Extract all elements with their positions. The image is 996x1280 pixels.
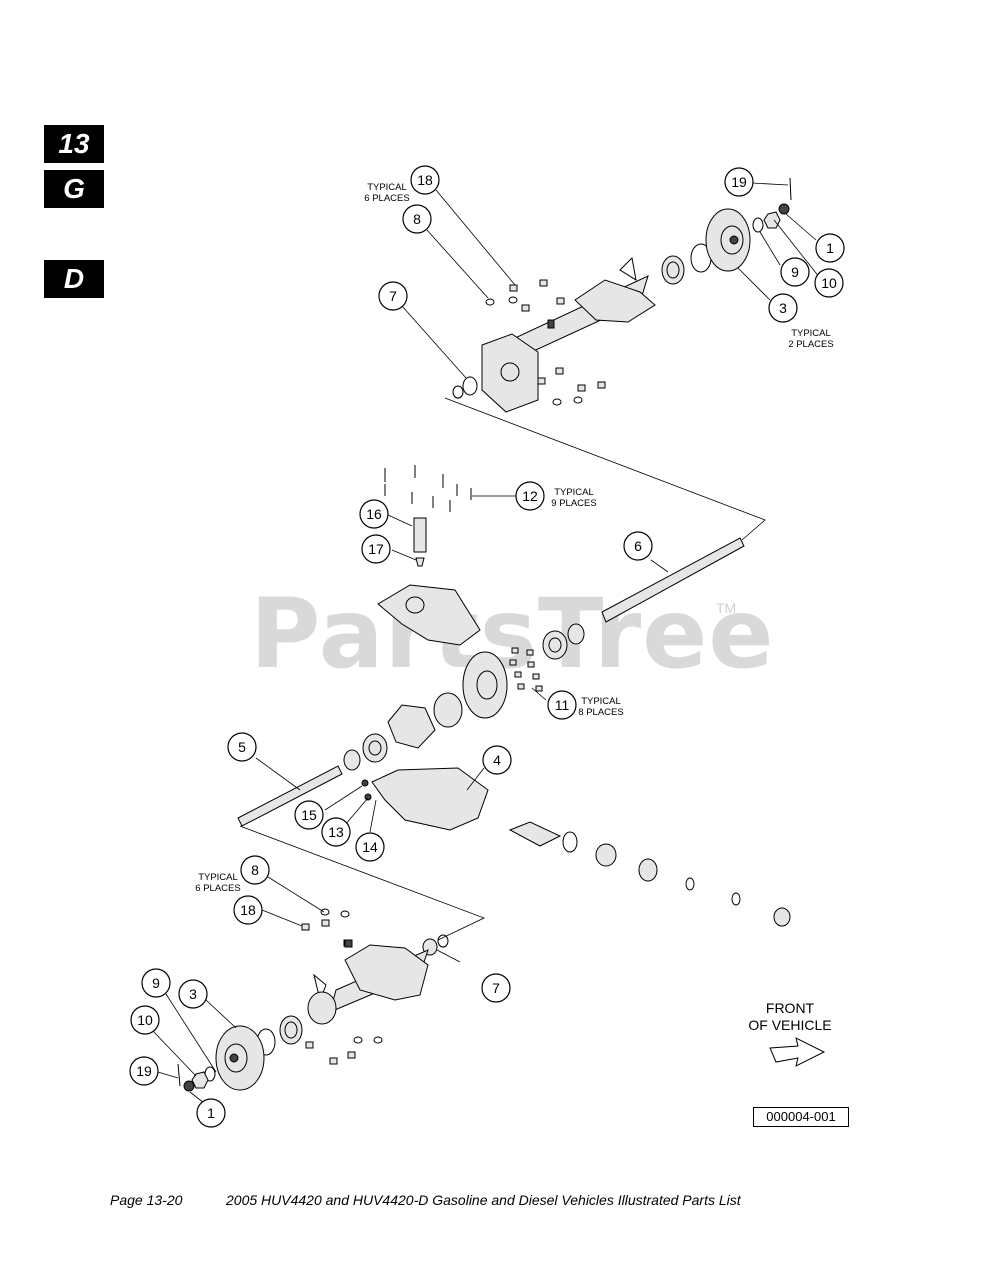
- housing-cover: [377, 584, 481, 646]
- callout-3-bottom: 3: [189, 986, 197, 1002]
- callout-17: 17: [368, 541, 384, 557]
- front-of-vehicle-label: FRONT OF VEHICLE: [735, 1000, 845, 1034]
- callout-5: 5: [238, 739, 246, 755]
- callout-8-top: 8: [413, 211, 421, 227]
- diff-bearing: [433, 692, 463, 728]
- bearing-bottom: [279, 1015, 303, 1045]
- note-bolts-1: TYPICAL: [554, 487, 594, 498]
- callout-18-top: 18: [417, 172, 433, 188]
- seal-top: [462, 376, 478, 396]
- section-tab-d: D: [44, 260, 104, 298]
- callout-15: 15: [301, 807, 317, 823]
- callout-1-bottom: 1: [207, 1105, 215, 1121]
- section-tab-13: 13: [44, 125, 104, 163]
- leaders-bottom: [151, 876, 461, 1104]
- cover-bolts: [384, 465, 472, 512]
- note-top-left-2: 6 PLACES: [364, 193, 409, 204]
- axle-shaft-6: [601, 537, 745, 623]
- note-bottom-1: TYPICAL: [198, 872, 238, 883]
- bolts-top: [509, 279, 606, 392]
- callout-7-top: 7: [389, 288, 397, 304]
- callout-10-bottom: 10: [137, 1012, 153, 1028]
- pinion-bearing-2: [638, 858, 658, 882]
- front-label-line1: FRONT: [765, 1000, 815, 1016]
- nut-top: [763, 211, 781, 229]
- bearing-5: [362, 733, 388, 763]
- key-top: [547, 319, 555, 329]
- callout-1-top: 1: [826, 240, 834, 256]
- seal-6: [567, 623, 585, 645]
- leaders-top: [401, 182, 821, 541]
- callout-7-bottom: 7: [492, 980, 500, 996]
- mounting-plate-top: [481, 333, 539, 413]
- note-top-left-1: TYPICAL: [367, 182, 407, 193]
- cotter-pin-bottom: [177, 1063, 181, 1087]
- center-bracket-top: [574, 279, 656, 323]
- callout-9-bottom: 9: [152, 975, 160, 991]
- knuckle-bottom: [307, 991, 337, 1025]
- callout-10-top: 10: [821, 275, 837, 291]
- detent-pin: [415, 557, 425, 567]
- note-top-right-1: TYPICAL: [791, 328, 831, 339]
- callout-labels: 18 8 7 19 1 9 10 3 12 16 17 6 11 5 4 15 …: [136, 172, 837, 1121]
- callout-14: 14: [362, 839, 378, 855]
- bearing-top: [661, 255, 685, 285]
- washers-bottom: [320, 908, 383, 1044]
- main-housing: [371, 767, 489, 831]
- watermark: PartsTree: [250, 578, 775, 690]
- castle-nut-bottom: [183, 1080, 195, 1092]
- callout-19-top: 19: [731, 174, 747, 190]
- seal-5: [343, 749, 361, 771]
- note-gear-bolts-1: TYPICAL: [581, 696, 621, 707]
- typical-notes: TYPICAL 6 PLACES TYPICAL 2 PLACES TYPICA…: [195, 182, 833, 894]
- document-title: 2005 HUV4420 and HUV4420-D Gasoline and …: [226, 1192, 741, 1208]
- callout-9-top: 9: [791, 264, 799, 280]
- section-tab-g: G: [44, 170, 104, 208]
- bottom-axle-assembly: [177, 908, 449, 1092]
- ring-gear: [462, 651, 508, 719]
- top-axle-assembly: [452, 177, 792, 413]
- pinion-washer: [773, 907, 791, 927]
- trademark-mark: TM: [716, 600, 737, 616]
- washer-top: [752, 217, 764, 233]
- note-bolts-2: 9 PLACES: [551, 498, 596, 509]
- callout-4: 4: [493, 752, 501, 768]
- callout-6: 6: [634, 538, 642, 554]
- o-ring: [562, 831, 578, 853]
- note-top-right-2: 2 PLACES: [788, 339, 833, 350]
- cotter-pin-top: [789, 177, 792, 201]
- gear-bolts: [509, 647, 543, 692]
- seal-bottom-a: [437, 934, 449, 948]
- callout-11: 11: [555, 697, 570, 713]
- callout-8-bottom: 8: [251, 862, 259, 878]
- front-arrow-icon: [769, 1037, 826, 1067]
- callout-16: 16: [366, 506, 382, 522]
- washers-top: [485, 296, 583, 406]
- callout-19-bottom: 19: [136, 1063, 152, 1079]
- page-number: Page 13-20: [110, 1192, 183, 1208]
- callout-12: 12: [522, 488, 538, 504]
- bearing-6: [542, 630, 568, 660]
- spring: [413, 517, 427, 553]
- pinion-bearing-1: [595, 843, 617, 867]
- center-bracket-bottom: [344, 944, 429, 1001]
- callout-18-bottom: 18: [240, 902, 256, 918]
- differential-assembly: [237, 465, 791, 927]
- callout-circles: [129, 165, 845, 1128]
- hub-disc-bottom: [215, 1025, 265, 1091]
- note-gear-bolts-2: 8 PLACES: [578, 707, 623, 718]
- figure-number: 000004-001: [753, 1107, 849, 1127]
- diff-case: [387, 704, 436, 749]
- pinion-shaft: [508, 821, 562, 847]
- front-label-line2: OF VEHICLE: [748, 1017, 832, 1033]
- callout-3-top: 3: [779, 300, 787, 316]
- axle-shaft-5: [237, 765, 343, 827]
- note-bottom-2: 6 PLACES: [195, 883, 240, 894]
- leaders-middle: [239, 495, 669, 941]
- castle-nut-top: [778, 203, 790, 215]
- callout-13: 13: [328, 824, 344, 840]
- hub-disc-top: [705, 208, 751, 272]
